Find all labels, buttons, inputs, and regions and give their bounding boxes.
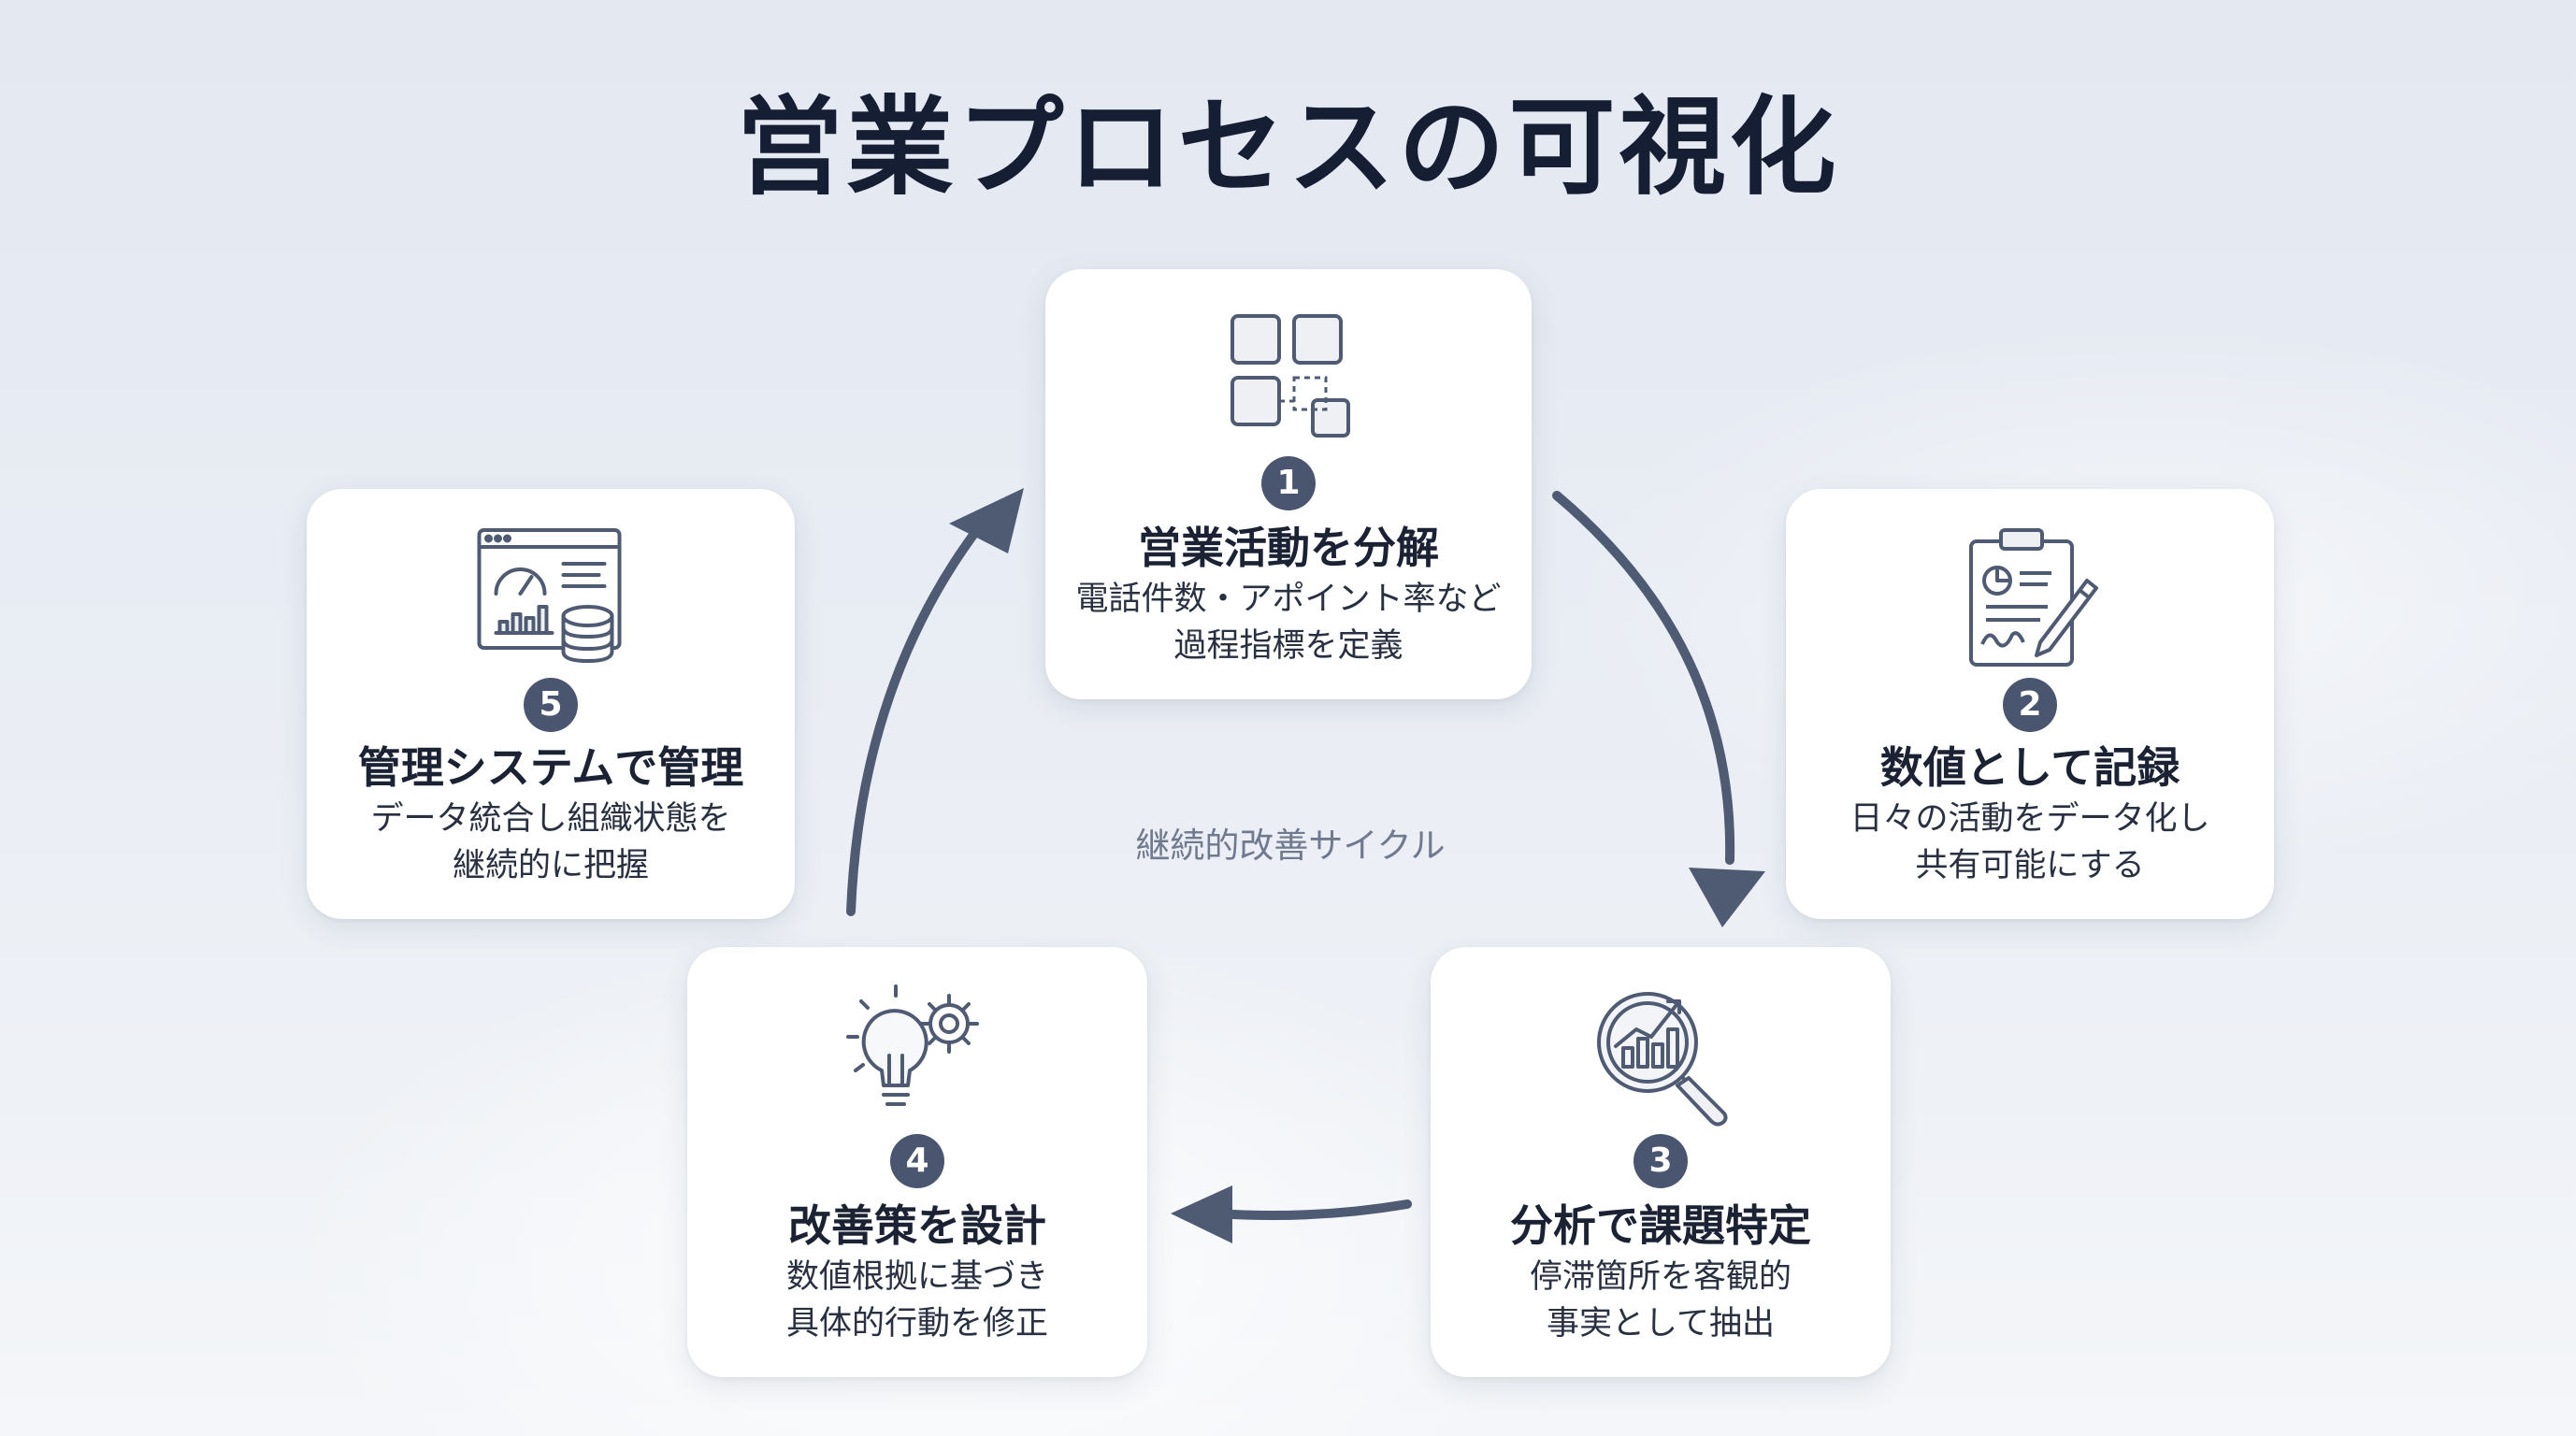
step-number-badge: 4 (890, 1134, 944, 1188)
step-title: 管理システムで管理 (357, 742, 744, 793)
step-description-line: 数値根拠に基づき (785, 1258, 1048, 1296)
process-blocks-icon (1230, 314, 1350, 438)
step-description-line: 電話件数・アポイント率など (1075, 581, 1502, 618)
step-title: 営業活動を分解 (1138, 523, 1439, 573)
step-description-line: 具体的行動を修正 (785, 1305, 1048, 1343)
magnifier-chart-icon (1597, 992, 1728, 1127)
step-number-badge: 1 (1261, 456, 1316, 510)
arrowhead-1-to-2 (1689, 868, 1765, 927)
step-number-badge: 3 (1633, 1134, 1688, 1188)
step-description-line: データ統合し組織状態を (370, 800, 731, 838)
step-card-5: 5 管理システムで管理 データ統合し組織状態を 継続的に把握 (307, 489, 795, 919)
step-card-4: 4 改善策を設計 数値根拠に基づき 具体的行動を修正 (687, 947, 1147, 1377)
step-description: データ統合し組織状態を 継続的に把握 (307, 796, 795, 889)
dashboard-database-icon (477, 528, 622, 663)
step-card-3: 3 分析で課題特定 停滞箇所を客観的 事実として抽出 (1431, 947, 1891, 1377)
step-card-1: 1 営業活動を分解 電話件数・アポイント率など 過程指標を定義 (1045, 269, 1532, 699)
step-title: 分析で課題特定 (1510, 1200, 1811, 1251)
step-number-badge: 5 (524, 678, 578, 732)
step-description: 停滞箇所を客観的 事実として抽出 (1431, 1254, 1891, 1347)
clipboard-pencil-icon (1969, 528, 2098, 667)
arrow-3-to-4 (846, 519, 986, 916)
step-description-line: 日々の活動をデータ化し (1849, 800, 2210, 838)
lightbulb-gear-icon (846, 984, 979, 1106)
page-title: 営業プロセスの可視化 (736, 85, 1840, 209)
step-title: 数値として記録 (1879, 742, 2180, 793)
step-description: 日々の活動をデータ化し 共有可能にする (1786, 796, 2274, 889)
step-description-line: 事実として抽出 (1547, 1305, 1775, 1343)
arrowhead-4-to-1 (949, 488, 1024, 553)
step-number-badge: 2 (2003, 678, 2057, 732)
arrow-2-to-3 (1211, 1199, 1412, 1221)
step-description-line: 共有可能にする (1915, 847, 2145, 884)
step-card-2: 2 数値として記録 日々の活動をデータ化し 共有可能にする (1786, 489, 2274, 919)
arrow-1-to-2 (1552, 491, 1735, 865)
step-description: 数値根拠に基づき 具体的行動を修正 (687, 1254, 1147, 1347)
step-title: 改善策を設計 (788, 1200, 1046, 1251)
step-description-line: 停滞箇所を客観的 (1529, 1258, 1792, 1296)
step-description-line: 継続的に把握 (452, 847, 649, 884)
step-description: 電話件数・アポイント率など 過程指標を定義 (1045, 576, 1532, 669)
step-description-line: 過程指標を定義 (1173, 627, 1403, 665)
arrowhead-2-to-3 (1171, 1185, 1232, 1243)
cycle-label: 継続的改善サイクル (1135, 826, 1446, 866)
